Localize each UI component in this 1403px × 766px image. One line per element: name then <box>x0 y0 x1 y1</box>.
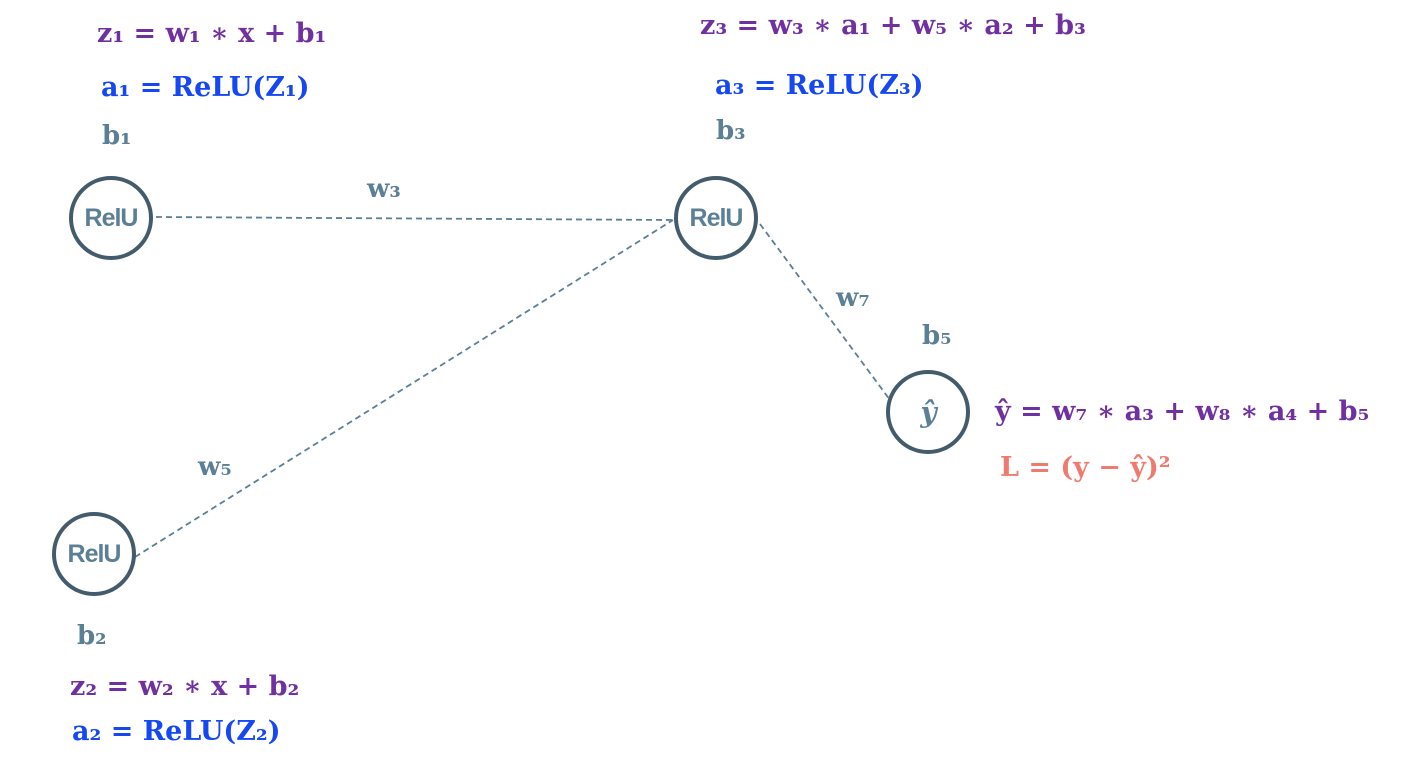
weight-w7: w₇ <box>836 283 870 313</box>
bias-b5: b₅ <box>922 321 952 351</box>
node-relu-3: RelU <box>674 176 758 260</box>
node-relu-2: RelU <box>52 512 136 596</box>
node-label: RelU <box>67 539 122 568</box>
edge-h1-h3 <box>155 216 674 221</box>
bias-b3: b₃ <box>716 116 746 146</box>
equation-a1: a₁ = ReLU(Z₁) <box>101 72 310 103</box>
bias-b1: b₁ <box>102 121 132 151</box>
equation-z2: z₂ = w₂ ∗ x + b₂ <box>70 671 300 702</box>
equation-a2: a₂ = ReLU(Z₂) <box>72 716 281 747</box>
bias-b2: b₂ <box>77 621 107 651</box>
edge-h3-out <box>759 223 891 401</box>
equation-a3: a₃ = ReLU(Z₃) <box>715 70 924 101</box>
node-relu-1: RelU <box>69 176 153 260</box>
node-output: ŷ <box>886 370 970 454</box>
node-label: ŷ <box>920 395 936 429</box>
node-label: RelU <box>84 203 139 232</box>
equation-yhat: ŷ = w₇ ∗ a₃ + w₈ ∗ a₄ + b₅ <box>995 396 1370 427</box>
weight-w5: w₅ <box>198 452 232 482</box>
equation-z3: z₃ = w₃ ∗ a₁ + w₅ ∗ a₂ + b₃ <box>700 10 1086 41</box>
edge-h2-h3 <box>134 219 674 558</box>
weight-w3: w₃ <box>367 174 401 204</box>
equation-z1: z₁ = w₁ ∗ x + b₁ <box>97 18 327 49</box>
node-label: RelU <box>689 203 744 232</box>
equation-loss: L = (y − ŷ)² <box>1000 452 1171 483</box>
